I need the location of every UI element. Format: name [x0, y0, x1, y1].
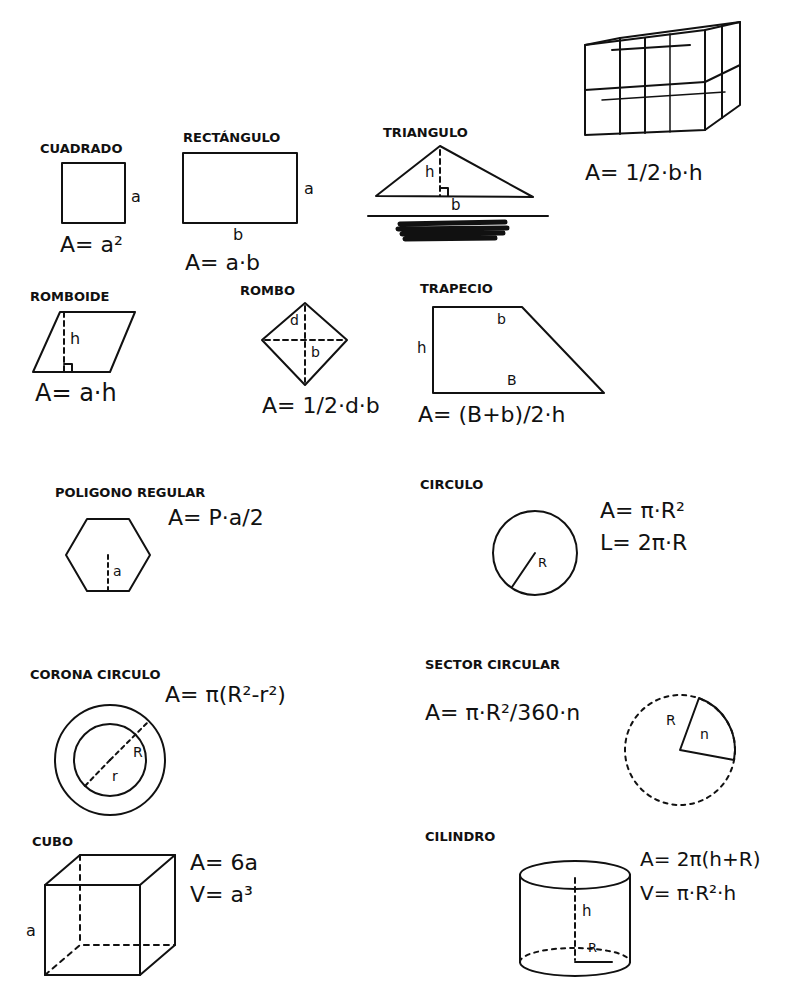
rectangle-shape: [183, 153, 297, 223]
dimension-letter: b: [233, 226, 243, 244]
shape-name: RECTÁNGULO: [183, 131, 280, 146]
formula: A= 1/2·d·b: [262, 393, 380, 418]
formula: V= a³: [190, 882, 253, 907]
formula: A= π(R²-r²): [165, 682, 286, 707]
shape-name: POLIGONO REGULAR: [55, 486, 205, 501]
trapezoid-shape: [433, 307, 604, 393]
hexagon-shape: [66, 519, 150, 591]
formula: A= π·R²/360·n: [425, 700, 580, 725]
cube-shape: [45, 855, 175, 975]
formula: A= a²: [60, 232, 123, 257]
dimension-letter: h: [70, 330, 80, 348]
dimension-letter: b: [311, 344, 320, 360]
cube-grid-sketch: [585, 22, 740, 135]
formula: A= 2π(h+R): [640, 848, 761, 871]
dimension-letter: R: [133, 744, 143, 760]
dimension-letter: b: [497, 311, 506, 327]
dimension-letter: b: [451, 197, 461, 214]
formula: A= a·h: [35, 380, 117, 408]
sector-shape: [625, 695, 735, 805]
shape-name: CORONA CIRCULO: [30, 668, 160, 683]
formula: A= π·R²: [600, 498, 685, 523]
dimension-letter: a: [131, 188, 141, 206]
dimension-letter: R: [666, 712, 676, 728]
shape-name: ROMBOIDE: [30, 290, 109, 305]
shape-name: TRIANGULO: [383, 126, 468, 141]
shape-name: CIRCULO: [420, 478, 483, 493]
annulus-shape: [55, 705, 165, 815]
dimension-letter: h: [582, 903, 592, 920]
formula: V= π·R²·h: [640, 882, 736, 905]
formula: L= 2π·R: [600, 530, 687, 555]
formula: A= P·a/2: [168, 505, 264, 530]
formula: A= a·b: [185, 250, 260, 275]
dimension-letter: R: [538, 556, 547, 571]
dimension-letter: r: [112, 768, 118, 784]
parallelogram-shape: [33, 312, 135, 372]
dimension-letter: B: [507, 372, 517, 388]
formula: A= (B+b)/2·h: [418, 402, 565, 427]
shape-name: CUADRADO: [40, 142, 122, 157]
shape-name: CILINDRO: [425, 830, 495, 845]
shape-name: TRAPECIO: [420, 282, 493, 297]
dimension-letter: h: [417, 340, 427, 357]
triangle-shape: [368, 146, 548, 239]
rhombus-shape: [262, 303, 347, 385]
dimension-letter: R: [588, 941, 597, 956]
shape-name: SECTOR CIRCULAR: [425, 658, 560, 673]
formula: A= 6a: [190, 850, 258, 875]
dimension-letter: a: [113, 563, 122, 579]
square-shape: [62, 163, 125, 223]
circle-shape: [493, 511, 577, 595]
formula: A= 1/2·b·h: [585, 160, 703, 185]
dimension-letter: a: [26, 922, 36, 940]
dimension-letter: h: [425, 164, 435, 181]
cylinder-shape: [520, 861, 630, 976]
shape-name: CUBO: [32, 835, 73, 850]
dimension-letter: d: [290, 312, 299, 328]
dimension-letter: a: [304, 180, 314, 198]
shape-name: ROMBO: [240, 284, 295, 299]
dimension-letter: n: [700, 726, 709, 742]
